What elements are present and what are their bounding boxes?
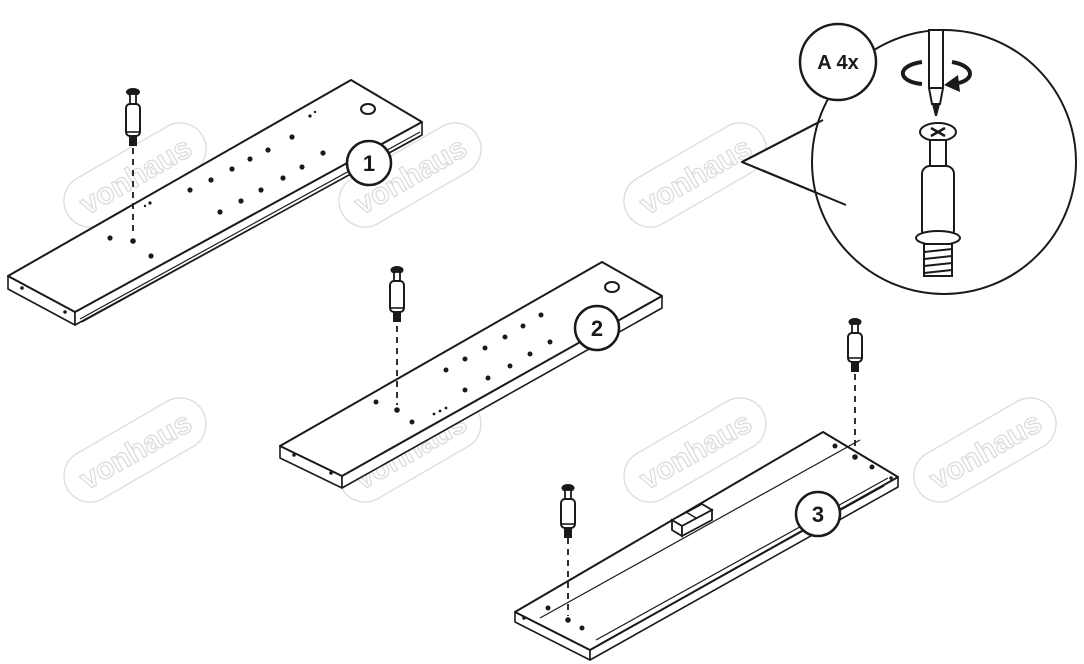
board-2-holes xyxy=(373,312,553,425)
cable-hole xyxy=(360,103,376,115)
cable-hole xyxy=(604,281,620,293)
step-2-badge: 2 xyxy=(573,304,621,352)
watermark: vonhaus xyxy=(63,397,207,503)
watermark: vonhaus xyxy=(623,122,767,228)
cam-bolt-icon xyxy=(389,266,405,322)
magnetic-catch-icon xyxy=(670,502,714,538)
step-1-number: 1 xyxy=(363,151,375,176)
cam-bolt-icon xyxy=(847,318,863,372)
step-2-number: 2 xyxy=(591,316,603,341)
cam-bolt-icon xyxy=(125,88,141,146)
board-1-holes xyxy=(107,110,326,259)
cam-bolt-detail-icon xyxy=(915,122,961,277)
step-3-badge: 3 xyxy=(794,490,842,538)
step-3-number: 3 xyxy=(812,502,824,527)
rotate-clockwise-icon xyxy=(900,60,972,92)
board-1 xyxy=(7,79,423,326)
detail-callout: A 4x xyxy=(741,22,1077,295)
cam-bolt-icon xyxy=(560,484,576,538)
screwdriver-icon xyxy=(927,29,945,116)
step-1-badge: 1 xyxy=(345,139,393,187)
watermark: vonhaus xyxy=(913,397,1057,503)
part-quantity-label: A 4x xyxy=(817,52,859,74)
board-3 xyxy=(514,318,899,661)
part-label-badge: A 4x xyxy=(798,22,878,102)
board-2 xyxy=(279,261,663,489)
